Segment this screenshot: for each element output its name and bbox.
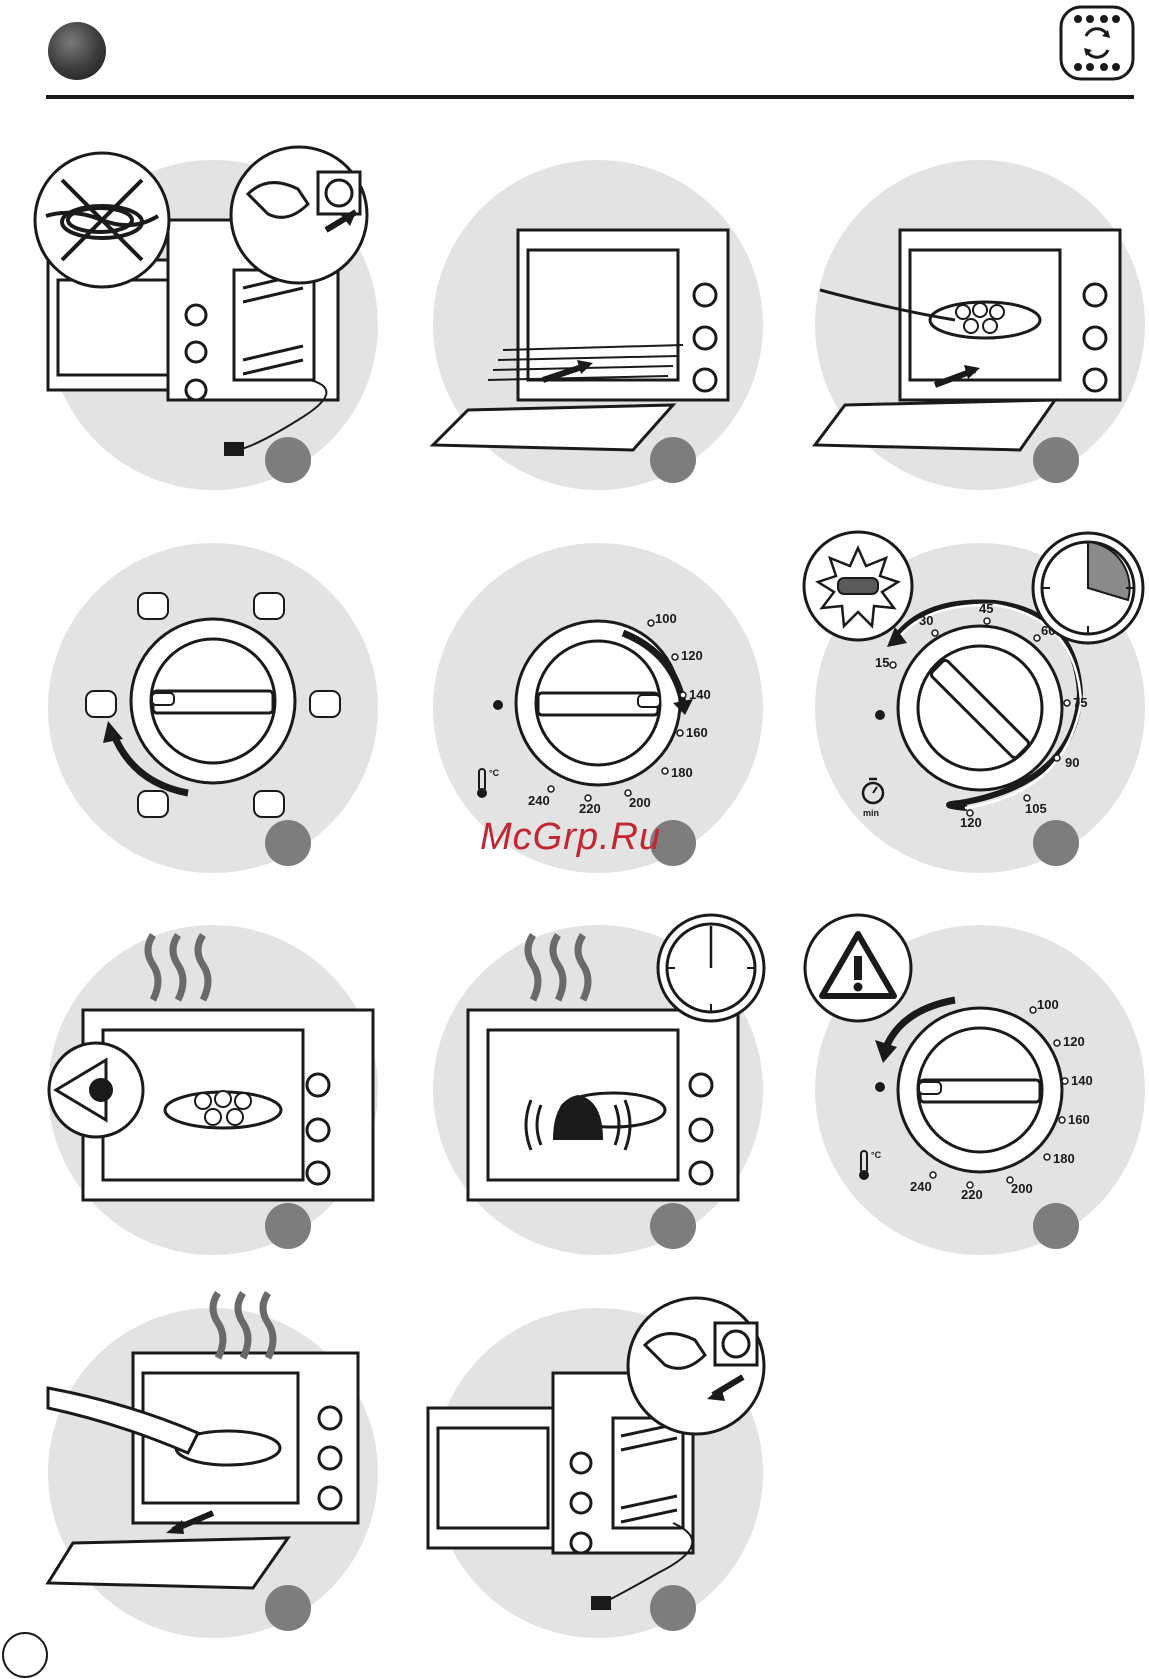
header-rule [46,95,1134,99]
clock-icon [1030,530,1146,646]
convection-mode-icon [1058,4,1136,82]
step-number-dot [650,1585,696,1631]
timer-label-45: 45 [979,601,993,616]
timer-label-30: 30 [919,613,933,628]
watermark: McGrp.Ru [480,816,661,859]
temp-label-240: 240 [528,793,550,808]
temperature-unit: °C [489,768,500,778]
temp-label-220: 220 [961,1187,983,1202]
temp-label-160: 160 [686,725,708,740]
step-insert-rack [433,160,763,490]
temp-label-180: 180 [1053,1151,1075,1166]
page-number-circle [2,1632,48,1678]
timer-label-15: 15 [875,655,889,670]
clock-icon [655,912,767,1024]
timer-label-120: 120 [960,815,982,830]
plug-in-socket-icon [228,144,370,286]
step-number-dot [265,437,311,483]
timer-label-90: 90 [1065,755,1079,770]
temp-label-100: 100 [1037,997,1059,1012]
step-number-dot [265,1585,311,1631]
timer-label-75: 75 [1073,695,1087,710]
temp-label-240: 240 [910,1179,932,1194]
step-insert-dish [815,160,1145,490]
tangled-cord-crossed-icon [32,150,172,290]
temp-label-100: 100 [655,611,677,626]
temp-label-120: 120 [1063,1034,1085,1049]
temperature-unit: °C [871,1150,882,1160]
temp-label-140: 140 [1071,1073,1093,1088]
eye-watch-icon [46,1040,146,1140]
temp-label-200: 200 [1011,1181,1033,1196]
temp-label-200: 200 [629,795,651,810]
step-number-dot [1033,437,1079,483]
temp-label-140: 140 [689,687,711,702]
indicator-light-on-icon [802,530,914,642]
unplug-socket-icon [625,1295,767,1437]
step-number-dot [1033,820,1079,866]
timer-label-105: 105 [1025,801,1047,816]
step-number-dot [1033,1203,1079,1249]
temp-label-160: 160 [1068,1112,1090,1127]
step-number-dot [650,437,696,483]
step-remove-dish [48,1308,378,1638]
warning-triangle-icon [802,912,914,1024]
temp-label-180: 180 [671,765,693,780]
temp-label-120: 120 [681,648,703,663]
section-bullet-icon [48,22,106,80]
step-number-dot [265,1203,311,1249]
timer-unit: min [863,808,879,818]
temp-label-220: 220 [579,801,601,816]
step-number-dot [650,1203,696,1249]
step-number-dot [265,820,311,866]
step-function-selector [48,543,378,873]
